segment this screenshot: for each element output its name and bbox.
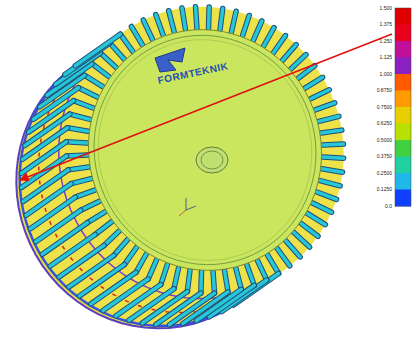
color-scale-frame: [395, 8, 411, 206]
color-scale: [395, 91, 411, 108]
scale-value: 0.2500: [362, 171, 392, 176]
leader-arrow: [20, 34, 392, 180]
scale-value: 1.000: [362, 72, 392, 77]
ribs: [21, 7, 343, 325]
color-scale: [395, 25, 411, 42]
color-scale: [395, 157, 411, 174]
center-hole: [196, 147, 228, 173]
scale-value: 1.250: [362, 39, 392, 44]
wheel-side: [49, 19, 326, 306]
color-scale: [395, 124, 411, 141]
axis-triad: [179, 198, 196, 216]
wheel-side: [66, 7, 343, 294]
color-scale: [395, 74, 411, 91]
scale-value: 1.375: [362, 22, 392, 27]
color-scale: [395, 107, 411, 124]
scale-value: 0.7500: [362, 105, 392, 110]
scale-value: 0.5000: [362, 138, 392, 143]
color-scale: [395, 173, 411, 190]
face-groove: [98, 40, 312, 261]
scale-value: 0.6250: [362, 121, 392, 126]
scale-value: 0.0: [362, 204, 392, 209]
logo-symbol: [155, 48, 185, 72]
face-groove: [94, 35, 316, 264]
front-face: [88, 30, 321, 271]
scale-value: 0.8750: [362, 88, 392, 93]
color-scale: [395, 190, 411, 207]
color-scale: [395, 8, 411, 25]
scale-value: 0.1250: [362, 187, 392, 192]
center-hole: [201, 151, 223, 169]
scale-value: 0.3750: [362, 154, 392, 159]
color-scale: [395, 41, 411, 58]
color-scale: [395, 140, 411, 157]
color-scale: [395, 58, 411, 75]
scale-value: 1.500: [362, 6, 392, 11]
scale-value: 1.125: [362, 55, 392, 60]
